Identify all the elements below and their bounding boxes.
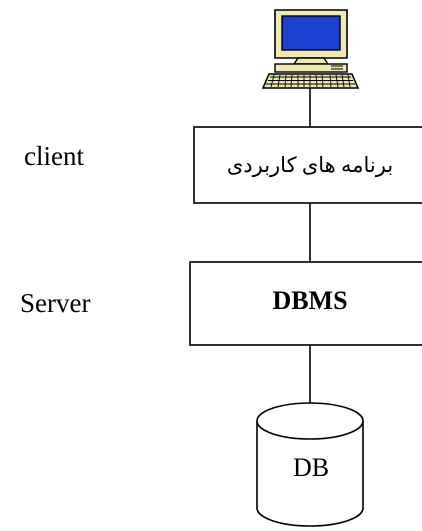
application-box-label: برنامه های کاربردی [227,153,393,178]
dbms-box-label: DBMS [272,286,347,315]
computer-terminal-icon [261,9,360,89]
server-label: Server [20,288,90,318]
database-label: DB [293,453,329,482]
application-box [193,126,422,204]
dbms-box [189,261,422,346]
client-label: client [24,141,84,171]
database-cylinder-icon [256,402,364,527]
